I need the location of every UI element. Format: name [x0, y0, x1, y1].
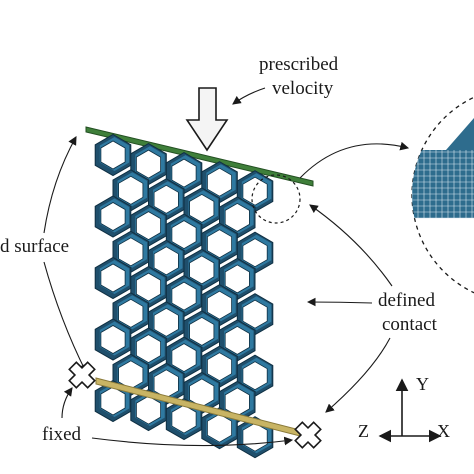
axis-x-label: X — [437, 421, 450, 441]
lattice-cell-void — [206, 290, 233, 320]
lattice-cell-void — [242, 238, 268, 268]
lattice-cell-void — [135, 272, 162, 302]
lattice-cell-void — [135, 149, 162, 179]
detail-circle — [251, 174, 301, 224]
lattice-cell-void — [153, 369, 179, 399]
lattice-cell-void — [100, 202, 126, 231]
down-arrow-icon — [185, 87, 229, 152]
lattice-cell-void — [153, 184, 179, 214]
lattice-cell-void — [171, 343, 197, 373]
lattice-cell-void — [224, 202, 250, 232]
zoom-mesh — [412, 118, 474, 219]
lattice-cell-void — [171, 281, 197, 311]
lattice-cell-void — [118, 360, 144, 390]
axis-triad: Y Z X — [358, 374, 450, 443]
axis-z-label: Z — [358, 421, 369, 441]
surface-leader-bottom — [43, 261, 87, 373]
fixed-label: fixed — [42, 424, 82, 445]
lattice-cell-void — [189, 193, 215, 223]
lattice-cell-void — [118, 175, 144, 205]
fixed-leader-bottom — [91, 436, 294, 447]
lattice-cell-void — [100, 140, 126, 170]
defined-contact-line2: contact — [382, 314, 438, 335]
lattice-cell-void — [153, 246, 179, 276]
lattice-cell-void — [189, 378, 215, 408]
detail-leader-line — [299, 141, 410, 179]
lattice-cell-void — [189, 255, 215, 285]
lattice-cell-void — [224, 325, 250, 355]
lattice-cell-void — [171, 220, 197, 250]
lattice-cell-void — [206, 229, 233, 259]
lattice-cell-void — [118, 298, 144, 328]
prescribed-leader-line — [232, 87, 266, 105]
lattice-cell-void — [242, 361, 268, 391]
honeycomb-lattice — [94, 133, 274, 459]
defined-contact-line1: defined — [378, 290, 435, 311]
lattice-cell-void — [118, 237, 144, 267]
lattice-cell-void — [100, 263, 126, 293]
lattice-cell-void — [242, 176, 268, 206]
lattice-cell-void — [171, 158, 197, 188]
fixed-leader-top — [61, 387, 73, 419]
contact-leader-middle — [306, 297, 373, 307]
lattice-cell-void — [153, 307, 179, 337]
contact-leader-upper — [309, 204, 393, 287]
lattice-cell-void — [206, 352, 233, 382]
lattice-cell-void — [242, 299, 268, 329]
lattice-cell-void — [189, 316, 215, 346]
surface-label: d surface — [0, 236, 69, 257]
lattice-cell-void — [224, 387, 250, 417]
lattice-cell-void — [224, 264, 250, 294]
lattice-cell-void — [100, 325, 126, 354]
lattice-cell-void — [135, 211, 162, 241]
surface-leader-top — [43, 136, 77, 234]
lattice-cell-void — [206, 167, 233, 197]
fixed-support-icon — [294, 421, 322, 449]
contact-leader-lower — [325, 337, 391, 413]
fixed-support-icon — [68, 361, 96, 389]
prescribed-label-line2: velocity — [272, 78, 334, 99]
lattice-cell-void — [135, 334, 162, 364]
prescribed-label-line1: prescribed — [259, 54, 339, 75]
axis-y-label: Y — [416, 374, 429, 394]
